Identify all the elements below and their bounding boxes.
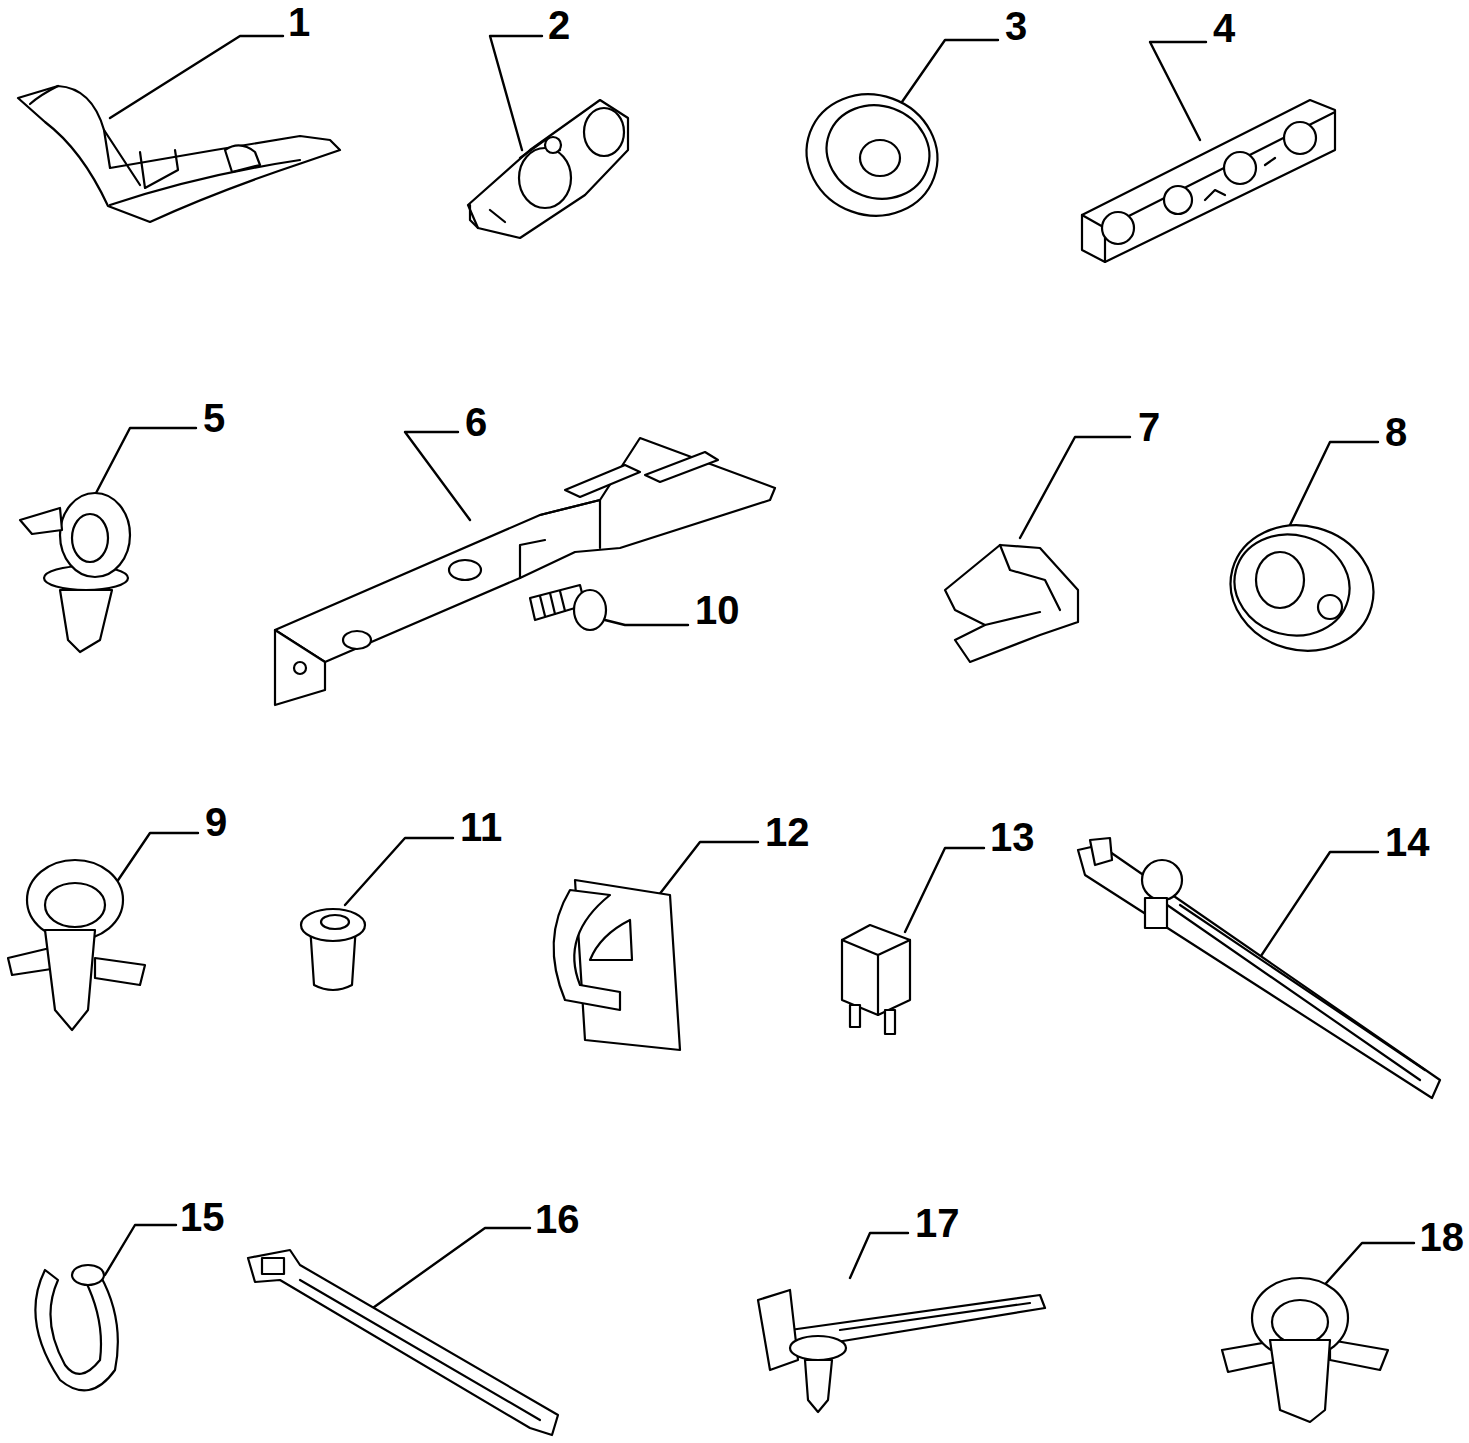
band-clamp — [35, 1265, 117, 1390]
callout-number: 2 — [548, 5, 570, 45]
pipe-clip — [1222, 1278, 1388, 1422]
ring-clip — [20, 493, 130, 652]
callout-number: 13 — [990, 817, 1035, 857]
strap-clip — [18, 86, 340, 222]
callout-number: 12 — [765, 812, 810, 852]
callout-number: 14 — [1385, 822, 1430, 862]
callout-number: 6 — [465, 402, 487, 442]
fuse — [842, 925, 910, 1034]
leader-lines — [95, 36, 1414, 1310]
callout-number: 4 — [1213, 8, 1235, 48]
callout-number: 15 — [180, 1197, 225, 1237]
callout-number: 10 — [695, 590, 740, 630]
callout-number: 3 — [1005, 6, 1027, 46]
cable-tie — [1078, 838, 1440, 1098]
callout-number: 17 — [915, 1203, 960, 1243]
cable-tie — [248, 1250, 558, 1435]
edge-clip — [945, 545, 1078, 662]
bush — [301, 909, 365, 990]
double-clip — [468, 100, 628, 238]
callout-number: 11 — [460, 807, 502, 847]
adhesive-clip — [554, 880, 680, 1050]
cable-tie — [758, 1290, 1045, 1412]
bolt — [530, 585, 606, 630]
callout-number: 7 — [1138, 407, 1160, 447]
oval-grommet — [789, 76, 954, 234]
double-hole-grommet — [1216, 509, 1387, 666]
callout-number: 1 — [288, 2, 310, 42]
callout-number: 8 — [1385, 412, 1407, 452]
multi-pipe-clip — [1082, 100, 1335, 262]
bracket — [275, 438, 775, 705]
callout-number: 16 — [535, 1199, 580, 1239]
callout-number: 9 — [205, 802, 227, 842]
spring-clip — [8, 860, 145, 1030]
callout-number: 5 — [203, 398, 225, 438]
callout-number: 18 — [1420, 1217, 1465, 1257]
